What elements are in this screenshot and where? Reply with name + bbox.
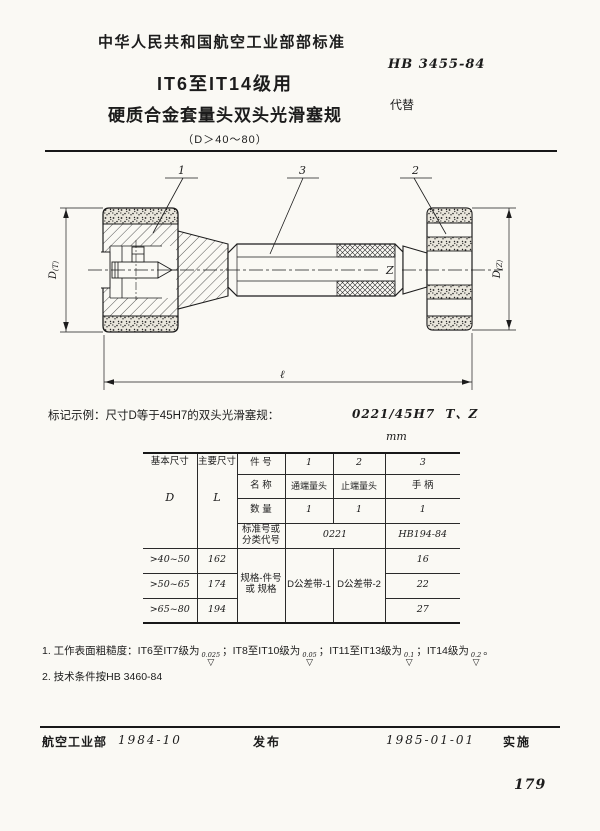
handle-size-3: 27	[384, 597, 460, 624]
qty-label: 数 量	[236, 497, 286, 524]
dimension-d-go	[60, 207, 103, 333]
main-dim-header-cell: 主要尺寸 L	[196, 452, 238, 549]
basic-dim-header-cell: 基本尺寸 D	[143, 452, 198, 549]
footer-issue-date: 1984-10	[118, 733, 182, 747]
l-value-2: 174	[196, 572, 238, 599]
handle	[227, 243, 404, 297]
part-no-label: 件 号	[236, 452, 286, 475]
qty-2: 1	[332, 497, 386, 524]
footer-separator-line	[40, 726, 560, 728]
title-line2: 硬质合金套量头双头光滑塞规	[108, 106, 342, 125]
unit-label: mm	[386, 430, 407, 443]
main-dim-letter: L	[213, 491, 221, 505]
leader-label-go: 1	[178, 164, 185, 177]
footer-issue-label: 发布	[253, 735, 282, 749]
dim-label-d-nogo: D(Z)	[492, 260, 504, 280]
center-label: Z	[385, 264, 394, 277]
dim-label-length: ℓ	[280, 368, 285, 381]
marking-example-code: 0221/45H7 T、Z	[352, 405, 478, 422]
qty-3: 1	[384, 497, 460, 524]
part-no-2: 2	[332, 452, 386, 475]
replaces-label: 代替	[390, 98, 415, 112]
spec-part-label: 规格-件号 或 规格	[236, 547, 286, 624]
marking-example-text: 标记示例：尺寸D等于45H7的双头光滑塞规：	[48, 410, 280, 422]
basic-dim-letter: D	[165, 491, 175, 505]
main-dim-label: 主要尺寸	[197, 456, 236, 468]
roughness-symbol: 0.1▽	[404, 651, 415, 667]
qty-1: 1	[284, 497, 334, 524]
leader-label-nogo: 2	[411, 164, 419, 177]
marking-suffix: T、Z	[445, 407, 479, 421]
basic-dim-label: 基本尺寸	[150, 456, 189, 468]
org-standard-title: 中华人民共和国航空工业部部标准	[98, 34, 346, 51]
title-line3: （D＞40～80）	[182, 134, 268, 146]
specification-table: 基本尺寸 D 主要尺寸 L 件 号 1 2 3 名 称 通端量头 止端量头 手 …	[143, 452, 460, 624]
header-separator-line	[45, 150, 557, 152]
handle-size-1: 16	[384, 547, 460, 574]
marking-code: 0221/45H7	[352, 407, 436, 421]
name-go-head: 通端量头	[284, 473, 334, 499]
roughness-symbol: 0.025▽	[201, 651, 221, 667]
dim-label-d-go: D(T)	[48, 261, 60, 280]
l-value-3: 194	[196, 597, 238, 624]
footer-impl-label: 实施	[503, 735, 532, 749]
tolerance-zone-2: D公差带-2	[332, 547, 386, 624]
triangle-icon: ▽	[207, 656, 215, 667]
go-head	[100, 207, 179, 333]
dimension-d-nogo	[472, 207, 516, 331]
footer-impl-date: 1985-01-01	[386, 733, 476, 747]
d-range-2: >50~65	[143, 572, 198, 599]
triangle-icon: ▽	[405, 656, 413, 667]
triangle-icon: ▽	[306, 656, 314, 667]
nogo-head	[426, 207, 473, 331]
name-label: 名 称	[236, 473, 286, 499]
standard-number: HB 3455-84	[388, 57, 486, 72]
leader-lines	[152, 177, 447, 255]
roughness-symbol: 0.2▽	[470, 651, 482, 667]
title-line1: IT6至IT14级用	[156, 74, 294, 94]
std-code-12: 0221	[284, 522, 386, 549]
neck	[402, 245, 428, 295]
handle-size-2: 22	[384, 572, 460, 599]
footer-org: 航空工业部	[42, 735, 108, 749]
note-tech-conditions: 2. 技术条件按HB 3460-84	[42, 670, 163, 683]
l-value-1: 162	[196, 547, 238, 574]
document-title: IT6至IT14级用 硬质合金套量头双头光滑塞规 （D＞40～80）	[40, 70, 410, 147]
name-handle: 手 柄	[384, 473, 460, 499]
std-code-3: HB194-84	[384, 522, 460, 549]
part-no-3: 3	[384, 452, 460, 475]
roughness-symbol: 0.05▽	[302, 651, 317, 667]
triangle-icon: ▽	[472, 656, 480, 667]
part-no-1: 1	[284, 452, 334, 475]
std-code-label: 标准号或 分类代号	[236, 522, 286, 549]
page-number: 179	[514, 777, 547, 793]
leader-label-handle: 3	[299, 164, 306, 177]
shank-taper	[177, 230, 229, 310]
name-nogo-head: 止端量头	[332, 473, 386, 499]
tolerance-zone-1: D公差带-1	[284, 547, 334, 624]
d-range-1: >40~50	[143, 547, 198, 574]
dimension-length	[103, 333, 473, 390]
d-range-3: >65~80	[143, 597, 198, 624]
